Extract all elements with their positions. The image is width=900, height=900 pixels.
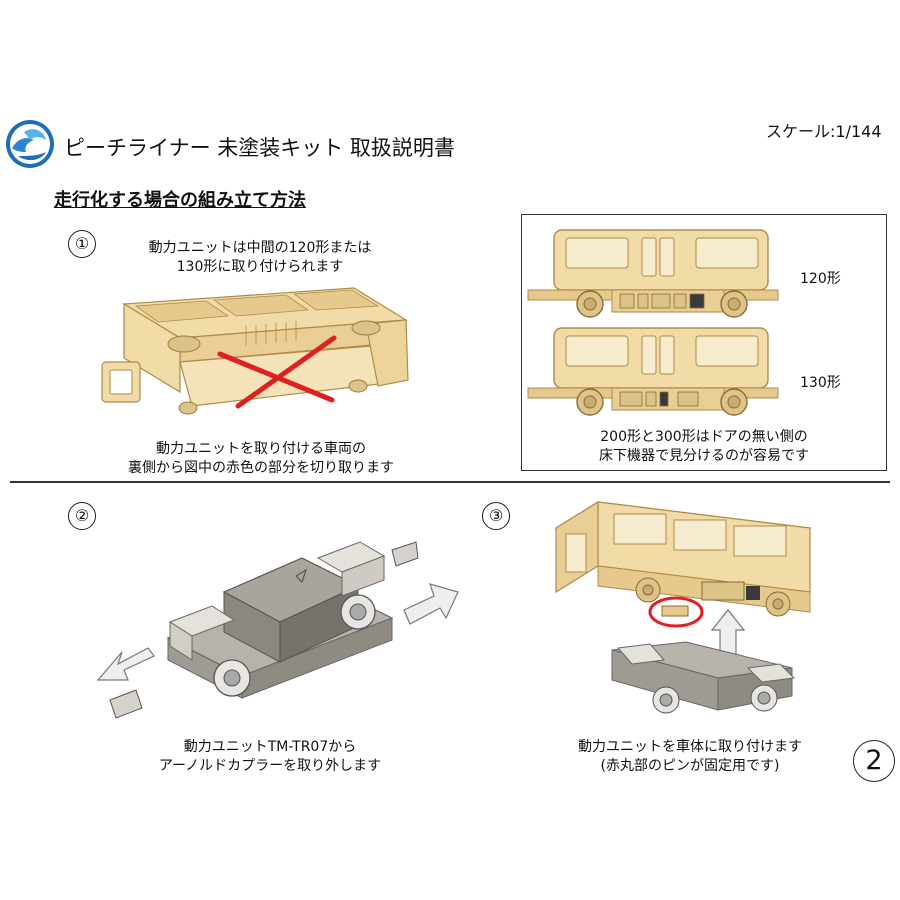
car-130-side-view bbox=[527, 327, 779, 416]
step-3-caption: 動力ユニットを車体に取り付けます (赤丸部のピンが固定用です) bbox=[578, 739, 802, 774]
car-120-side-view bbox=[527, 229, 779, 318]
step-3-number: ③ bbox=[482, 502, 510, 530]
car-comparison-box bbox=[521, 214, 887, 471]
comparison-caption: 200形と300形はドアの無い側の 床下機器で見分けるのが容易です bbox=[599, 429, 809, 464]
pin-highlight-circle bbox=[648, 596, 704, 628]
step-1-caption-bottom: 動力ユニットを取り付ける車両の 裏側から図中の赤色の部分を切り取ります bbox=[128, 441, 394, 476]
wave-logo-icon bbox=[6, 120, 54, 168]
scale-label: スケール:1/144 bbox=[766, 122, 882, 141]
arrow-left-icon bbox=[96, 647, 155, 681]
label-130: 130形 bbox=[800, 375, 841, 391]
page-number: 2 bbox=[853, 740, 895, 782]
step-1-number: ① bbox=[68, 230, 96, 258]
section-title: 走行化する場合の組み立て方法 bbox=[54, 190, 306, 211]
motor-unit-illustration bbox=[96, 541, 459, 719]
step-2-caption: 動力ユニットTM-TR07から アーノルドカプラーを取り外します bbox=[158, 739, 382, 774]
cut-mark-x bbox=[217, 335, 337, 409]
step-1-caption-top: 動力ユニットは中間の120形または 130形に取り付けられます bbox=[148, 240, 372, 275]
arrow-right-icon bbox=[403, 583, 459, 625]
label-120: 120形 bbox=[800, 271, 841, 287]
arrow-up-icon bbox=[710, 609, 746, 659]
mounting-illustration bbox=[554, 500, 812, 714]
step-2-number: ② bbox=[68, 502, 96, 530]
section-divider bbox=[10, 481, 890, 483]
document-title: ピーチライナー 未塗装キット 取扱説明書 bbox=[64, 136, 455, 160]
underframe-cutaway-illustration bbox=[101, 287, 409, 415]
